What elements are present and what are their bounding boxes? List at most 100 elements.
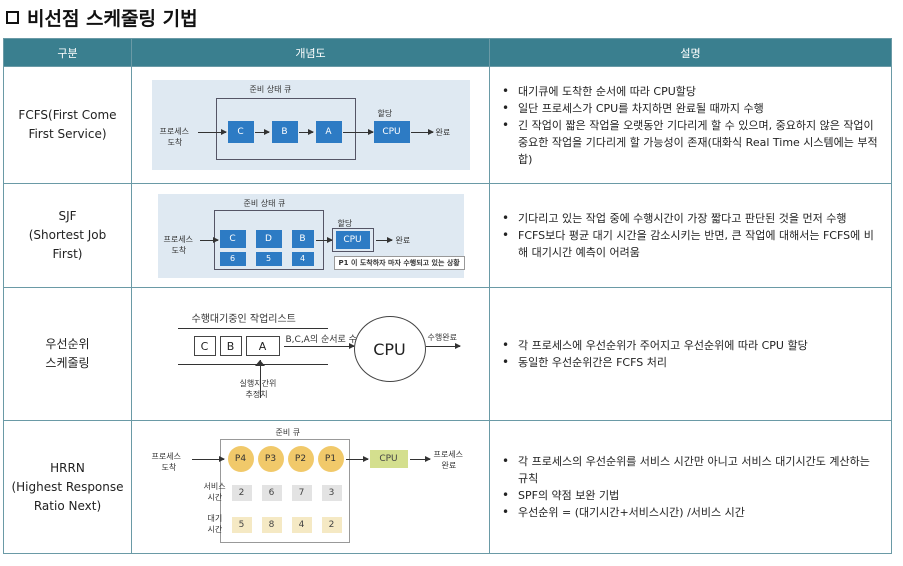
arrow-icon <box>345 456 369 462</box>
order-label: B,C,A의 순서로 수행 <box>285 335 366 345</box>
arrow-icon <box>254 129 270 135</box>
queue-box-c: C <box>227 121 254 143</box>
table-row-fcfs: FCFS(First Come First Service) 준비 상태 큐 프… <box>3 66 892 184</box>
service-time: 2 <box>231 485 252 501</box>
queue-box-a: A <box>315 121 342 143</box>
queue-box-c: C <box>219 229 246 248</box>
alloc-label: 할당 <box>337 218 353 228</box>
description-fcfs: 대기큐에 도착한 순서에 따라 CPU할당 일단 프로세스가 CPU를 차지하면… <box>489 66 892 184</box>
queue-box-b: B <box>271 121 298 143</box>
header-category: 구분 <box>3 38 132 67</box>
arrow-icon <box>375 236 393 243</box>
wait-time: 5 <box>231 517 252 533</box>
cpu-box: CPU <box>335 230 370 249</box>
priority-diagram: 수행대기중인 작업리스트 C B A B,C,A의 순서로 수행 CPU 수행완… <box>156 294 466 414</box>
queue-frame <box>215 98 356 160</box>
wait-time: 4 <box>291 517 312 533</box>
queue-box-b: B <box>291 229 314 248</box>
done-label-2: 완료 <box>441 461 457 470</box>
fcfs-diagram: 준비 상태 큐 프로세스 도착 C B A 할당 CPU 완료 <box>151 80 470 170</box>
service-label: 서비스 <box>203 482 226 491</box>
job-box-a: A <box>245 336 280 356</box>
done-label: 수행완료 <box>427 333 457 342</box>
category-priority: 우선순위 스케줄링 <box>3 287 132 421</box>
list-item: SPF의 약점 보완 기법 <box>502 487 881 504</box>
category-line: (Shortest Job <box>28 228 107 242</box>
arrow-icon <box>315 236 333 243</box>
header-concept: 개념도 <box>131 38 490 67</box>
concept-fcfs: 준비 상태 큐 프로세스 도착 C B A 할당 CPU 완료 <box>131 66 490 184</box>
cpu-box: CPU <box>373 121 410 143</box>
process-p3: P3 <box>257 446 284 472</box>
done-label: 프로세스 <box>433 450 463 459</box>
checkbox-icon <box>6 11 19 24</box>
list-item: 기다리고 있는 작업 중에 수행시간이 가장 짧다고 판단된 것을 먼저 수행 <box>502 210 881 227</box>
table-header-row: 구분 개념도 설명 <box>3 38 892 67</box>
sjf-note: P1 이 도착하자 마자 수행되고 있는 상황 <box>333 255 465 270</box>
category-line: 스케줄링 <box>45 356 90 370</box>
service-time: 3 <box>321 485 342 501</box>
category-fcfs: FCFS(First Come First Service) <box>3 66 132 184</box>
arrive-label: 프로세스 <box>163 234 193 244</box>
time-box: 5 <box>255 251 282 266</box>
arrow-icon <box>410 129 434 135</box>
list-item: 각 프로세스에 우선순위가 주어지고 우선순위에 따라 CPU 할당 <box>502 337 881 354</box>
header-description: 설명 <box>489 38 892 67</box>
queue-label: 준비 상태 큐 <box>249 85 292 94</box>
list-item: 대기큐에 도착한 순서에 따라 CPU할당 <box>502 83 881 100</box>
category-line: First Service) <box>28 127 107 141</box>
wait-time: 8 <box>261 517 282 533</box>
arrive-label-2: 도착 <box>171 245 187 255</box>
queue-label: 준비 큐 <box>275 428 301 437</box>
description-sjf: 기다리고 있는 작업 중에 수행시간이 가장 짧다고 판단된 것을 먼저 수행 … <box>489 183 892 288</box>
wait-time: 2 <box>321 517 342 533</box>
arrow-icon <box>298 129 314 135</box>
page-title-text: 비선점 스케줄링 기법 <box>27 8 198 30</box>
scheduling-table: 구분 개념도 설명 FCFS(First Come First Service)… <box>3 38 892 554</box>
concept-hrrn: 준비 큐 프로세스 도착 P4 P3 P2 P1 서비스 시간 2 6 7 3 … <box>131 420 490 554</box>
job-box-c: C <box>193 336 216 356</box>
page-title: 비선점 스케줄링 기법 <box>6 4 198 31</box>
arrow-icon <box>283 343 355 349</box>
queue-frame <box>219 439 350 543</box>
category-line: HRRN <box>50 460 85 475</box>
concept-sjf: 준비 상태 큐 프로세스 도착 C D B 6 5 4 할당 CPU <box>131 183 490 288</box>
done-label: 완료 <box>395 235 411 245</box>
arrow-icon <box>342 129 374 135</box>
queue-box-d: D <box>255 229 282 248</box>
cpu-box: CPU <box>369 450 408 468</box>
arrive-label-2: 도착 <box>167 138 183 147</box>
table-row-sjf: SJF (Shortest Job First) 준비 상태 큐 프로세스 도착… <box>3 183 892 288</box>
list-item: FCFS보다 평균 대기 시간을 감소시키는 반면, 큰 작업에 대해서는 FC… <box>502 227 881 261</box>
queue-label: 준비 상태 큐 <box>243 198 286 208</box>
category-line: FCFS(First Come <box>18 108 117 122</box>
arrow-icon <box>409 456 431 462</box>
process-p1: P1 <box>317 446 344 472</box>
list-item: 동일한 우선순위간은 FCFS 처리 <box>502 354 881 371</box>
sjf-diagram: 준비 상태 큐 프로세스 도착 C D B 6 5 4 할당 CPU <box>157 193 465 278</box>
arrive-label: 프로세스 <box>159 127 189 136</box>
wait-label: 대기 <box>207 514 223 523</box>
category-sjf: SJF (Shortest Job First) <box>3 183 132 288</box>
service-label-2: 시간 <box>207 493 223 502</box>
category-line: First) <box>52 247 83 261</box>
cpu-circle: CPU <box>353 316 426 382</box>
arrow-icon <box>425 343 461 349</box>
table-row-priority: 우선순위 스케줄링 수행대기중인 작업리스트 C B A B,C,A의 순서로 … <box>3 287 892 421</box>
list-label: 수행대기중인 작업리스트 <box>191 314 296 325</box>
hrrn-diagram: 준비 큐 프로세스 도착 P4 P3 P2 P1 서비스 시간 2 6 7 3 … <box>146 425 476 549</box>
list-top-line <box>177 328 328 329</box>
process-p2: P2 <box>287 446 314 472</box>
service-time: 6 <box>261 485 282 501</box>
category-line: Ratio Next) <box>33 498 102 513</box>
category-line: (Highest Response <box>11 479 124 494</box>
prio-label-2: 추정치 <box>245 390 268 399</box>
category-line: 우선순위 <box>45 337 90 351</box>
list-item: 긴 작업이 짧은 작업을 오랫동안 기다리게 할 수 있으며, 중요하지 않은 … <box>502 117 881 168</box>
arrow-icon <box>197 129 227 135</box>
arrive-label: 프로세스 <box>151 452 181 461</box>
alloc-label: 할당 <box>377 109 393 118</box>
cpu-frame <box>331 227 374 252</box>
table-row-hrrn: HRRN (Highest Response Ratio Next) 준비 큐 … <box>3 420 892 554</box>
job-box-b: B <box>219 336 242 356</box>
